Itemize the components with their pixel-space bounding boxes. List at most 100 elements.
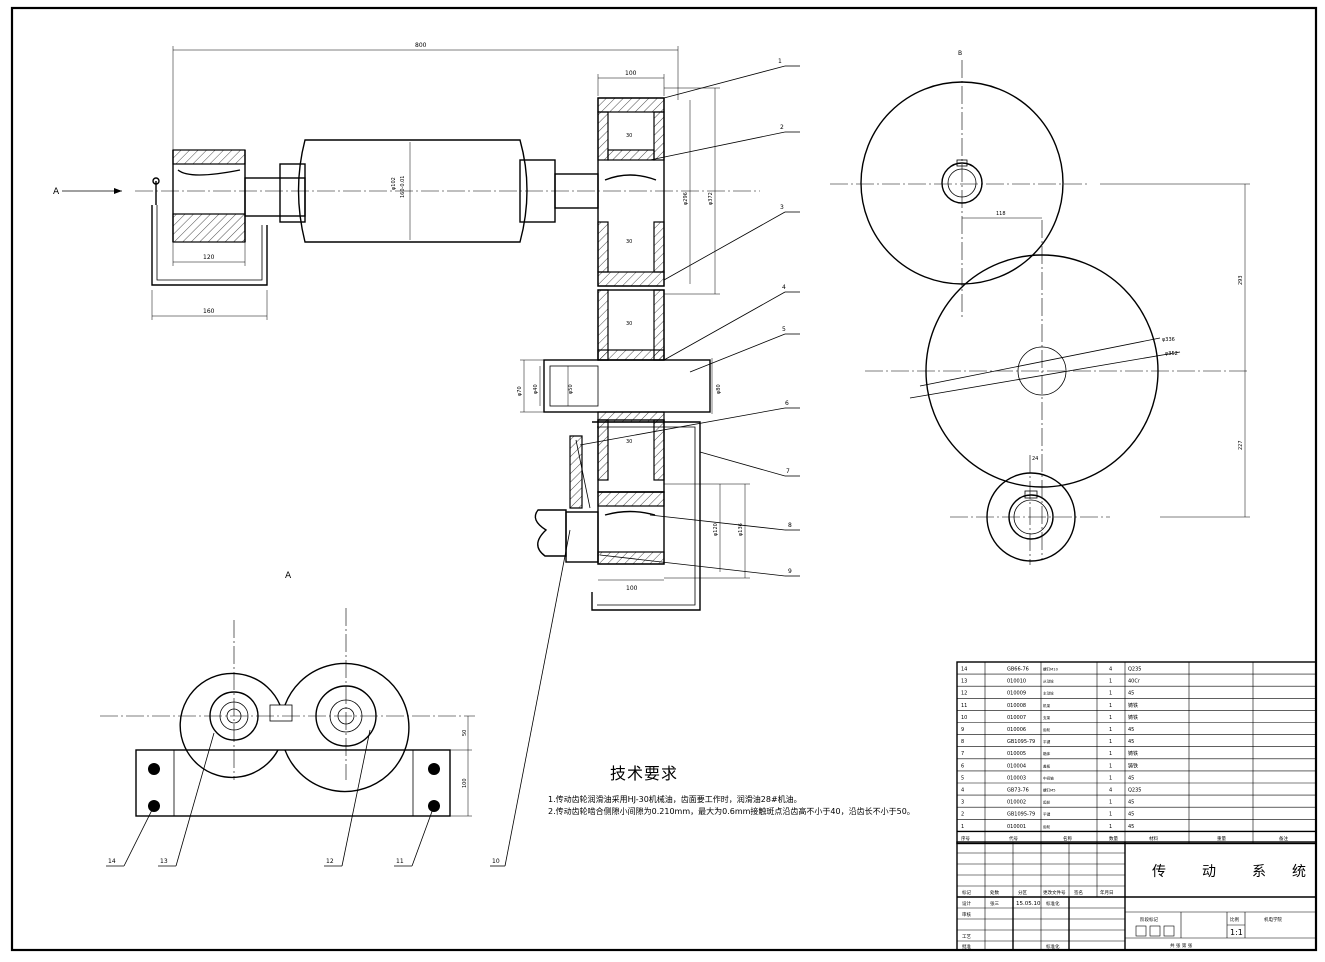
part-row-3-name: 齿轮 (1043, 800, 1051, 805)
dim-center-offset: 118 (996, 211, 1006, 217)
part-row-2-code: GB1095-79 (1007, 812, 1035, 818)
scale-label: 比例 (1230, 916, 1239, 923)
balloon-10: 10 (492, 858, 500, 865)
balloon-13: 13 (160, 858, 168, 865)
part-row-10-no: 10 (961, 715, 967, 721)
std-label-2: 标准化 (1046, 943, 1060, 950)
dim-gear-width-top: 100 (625, 70, 637, 77)
title-char-2: 动 (1202, 864, 1216, 880)
part-row-3-material: 45 (1128, 800, 1134, 806)
part-row-6-code: 010004 (1007, 763, 1026, 769)
view-label-a: A (285, 571, 292, 581)
part-row-9-name: 齿轮 (1043, 727, 1051, 732)
part-row-8-code: GB1095-79 (1007, 739, 1035, 745)
std-label: 标准化 (1046, 900, 1060, 907)
dim-key-width: 24 (1032, 456, 1038, 462)
part-row-14-name: 螺钉M10 (1043, 667, 1059, 672)
tech-requirement-1: 1.传动齿轮润滑油采用HJ-30机械油，齿面要工作时，润滑油28#机油。 (548, 795, 802, 804)
review-label: 审核 (962, 911, 971, 918)
part-row-10-name: 支架 (1043, 715, 1051, 720)
part-row-5-name: 中间轴 (1043, 775, 1054, 780)
parts-header-qty: 数量 (1109, 835, 1118, 842)
sign-header-sign: 签名 (1074, 889, 1083, 896)
dim-drum-a: φ102 (391, 177, 397, 190)
parts-header-no: 序号 (961, 835, 970, 842)
dim-hub-c: φ50 (568, 384, 574, 394)
dim-pitch-a: φ336 (1162, 337, 1175, 343)
dim-rib-3: 30 (626, 321, 632, 327)
design-date: 15.05.10 (1016, 901, 1041, 907)
balloon-3: 3 (780, 204, 784, 211)
dim-rib-2: 30 (626, 239, 632, 245)
dim-guard-width: 160 (203, 308, 215, 315)
side-view-b: B φ336 φ352 118 293 227 24 (830, 50, 1250, 565)
balloon-1: 1 (778, 58, 782, 65)
part-row-6-qty: 1 (1109, 763, 1112, 769)
title-char-1: 传 (1152, 864, 1166, 880)
part-row-12-no: 12 (961, 691, 967, 697)
part-row-13-material: 40Cr (1128, 679, 1141, 685)
part-row-12-material: 45 (1128, 691, 1134, 697)
part-row-5-qty: 1 (1109, 775, 1112, 781)
part-row-5-code: 010003 (1007, 775, 1026, 781)
part-row-12-code: 010009 (1007, 691, 1026, 697)
part-row-3-code: 010002 (1007, 800, 1026, 806)
part-row-8-material: 45 (1128, 739, 1134, 745)
dim-hub-a: φ70 (517, 386, 523, 396)
part-row-4-no: 4 (961, 788, 964, 794)
part-row-12-qty: 1 (1109, 691, 1112, 697)
part-row-2-material: 45 (1128, 812, 1134, 818)
part-row-7-material: 铸铁 (1128, 750, 1138, 757)
designer-name: 张三 (990, 900, 999, 907)
part-row-8-no: 8 (961, 739, 964, 745)
part-row-5-no: 5 (961, 775, 964, 781)
part-row-13-qty: 1 (1109, 679, 1112, 685)
dim-coupling-len: 120 (203, 254, 215, 261)
dim-center-bottom: 227 (1238, 440, 1244, 450)
part-row-6-material: 铸铁 (1128, 762, 1138, 769)
part-row-7-no: 7 (961, 751, 964, 757)
process-label: 工艺 (962, 934, 971, 940)
part-row-8-qty: 1 (1109, 739, 1112, 745)
dim-rib-1: 30 (626, 133, 632, 139)
parts-header-weight: 重量 (1217, 835, 1226, 842)
part-row-9-no: 9 (961, 727, 964, 733)
part-row-14-material: Q235 (1128, 667, 1141, 673)
sheet-count: 共 张 第 张 (1170, 942, 1193, 949)
school-name: 机电学院 (1264, 916, 1282, 923)
balloon-14: 14 (108, 858, 116, 865)
part-row-6-no: 6 (961, 763, 964, 769)
sign-header-date: 年月日 (1100, 889, 1114, 896)
part-row-3-qty: 1 (1109, 800, 1112, 806)
balloon-2: 2 (780, 124, 784, 131)
part-row-4-material: Q235 (1128, 788, 1141, 794)
dim-gear-b: φ372 (708, 192, 714, 205)
part-row-11-material: 铸铁 (1128, 702, 1138, 709)
balloon-12: 12 (326, 858, 334, 865)
part-row-4-code: GB73-76 (1007, 788, 1029, 794)
dim-pinion-b: φ136 (738, 523, 744, 536)
dim-hub-d: φ80 (716, 384, 722, 394)
part-row-10-material: 铸铁 (1128, 714, 1138, 721)
part-row-10-code: 010007 (1007, 715, 1026, 721)
scale-value: 1:1 (1230, 928, 1243, 937)
part-row-6-name: 盖板 (1043, 763, 1051, 768)
part-row-2-qty: 1 (1109, 812, 1112, 818)
part-row-4-name: 螺钉M5 (1043, 788, 1056, 793)
part-row-9-material: 45 (1128, 727, 1134, 733)
sign-header-count: 处数 (990, 889, 999, 896)
parts-header-remark: 备注 (1279, 835, 1288, 842)
part-row-14-no: 14 (961, 667, 967, 673)
part-row-7-name: 箱体 (1043, 751, 1051, 756)
parts-header-code: 代号 (1009, 835, 1018, 842)
part-row-14-code: GB66-76 (1007, 667, 1029, 673)
part-row-7-qty: 1 (1109, 751, 1112, 757)
tech-requirements: 技术要求 1.传动齿轮润滑油采用HJ-30机械油，齿面要工作时，润滑油28#机油… (548, 760, 928, 818)
balloon-5: 5 (782, 326, 786, 333)
part-row-1-no: 1 (961, 824, 964, 830)
balloon-6: 6 (785, 400, 789, 407)
part-row-11-code: 010008 (1007, 703, 1026, 709)
part-row-13-code: 010010 (1007, 679, 1026, 685)
part-row-7-code: 010005 (1007, 751, 1026, 757)
